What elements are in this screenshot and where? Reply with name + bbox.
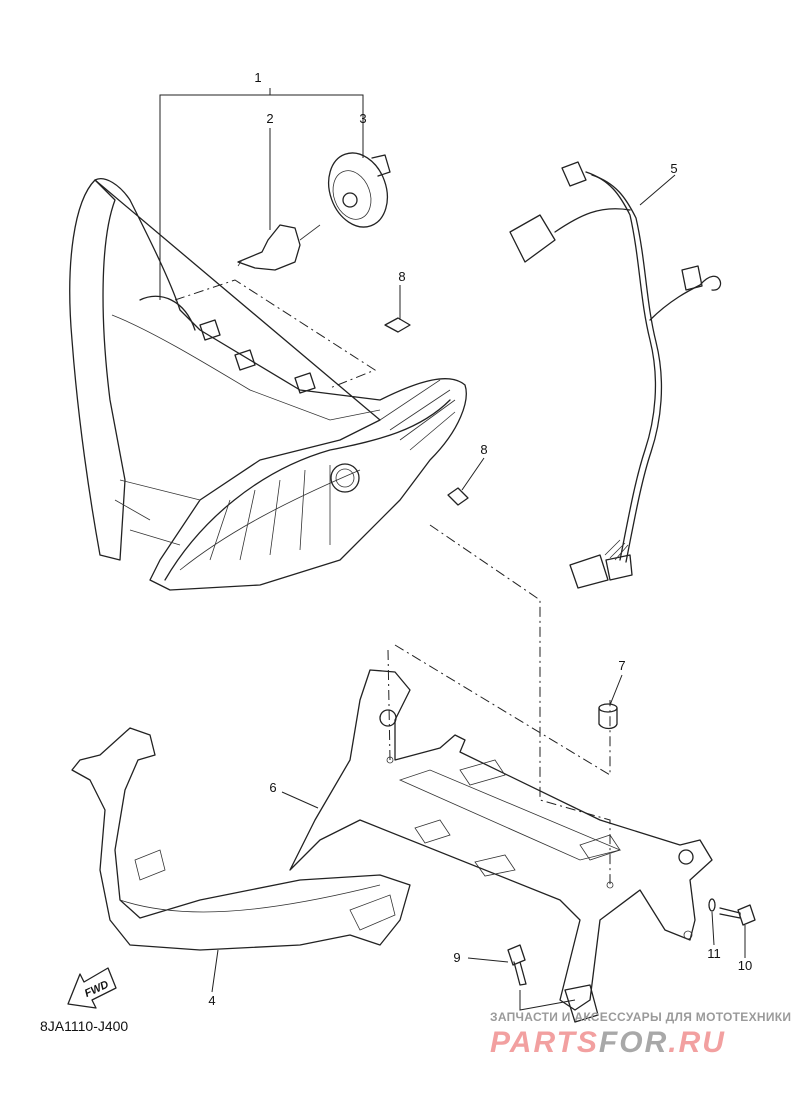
washer-11 [708,898,716,912]
headlight-unit [69,178,467,591]
callout-8-lower: 8 [480,442,487,457]
watermark-logo: PARTSFOR.RU [490,1026,726,1060]
clip-nut-upper [384,317,411,333]
watermark-tagline: ЗАПЧАСТИ И АКСЕССУАРЫ ДЛЯ МОТОТЕХНИКИ [490,1010,792,1024]
fwd-label: FWD [83,979,111,1000]
leader-lines [159,88,746,1011]
headlight-bracket [71,727,411,951]
watermark-brand-part1: PARTS [490,1026,599,1059]
callout-3: 3 [359,111,366,126]
callout-2: 2 [266,111,273,126]
headlight-stay [289,669,713,1023]
callout-9: 9 [453,950,460,965]
callout-7: 7 [618,658,625,673]
callout-1: 1 [254,70,261,85]
bulb [237,224,321,271]
bulb-cover [328,152,391,228]
callout-10: 10 [738,958,752,973]
clip-nut-lower [447,487,469,506]
callout-4: 4 [208,993,215,1008]
callout-5: 5 [670,161,677,176]
bolt-9 [507,944,527,986]
watermark-brand-part2: FOR [598,1026,669,1059]
drawing-code: 8JA1110-J400 [40,1018,129,1034]
callout-11: 11 [707,946,721,961]
damper [598,703,618,730]
bolt-10 [719,904,756,926]
watermark-brand-part3: .RU [668,1026,726,1059]
callout-8-upper: 8 [398,269,405,284]
wire-harness [509,161,722,589]
fwd-arrow: FWD [67,967,117,1009]
callout-6: 6 [269,780,276,795]
